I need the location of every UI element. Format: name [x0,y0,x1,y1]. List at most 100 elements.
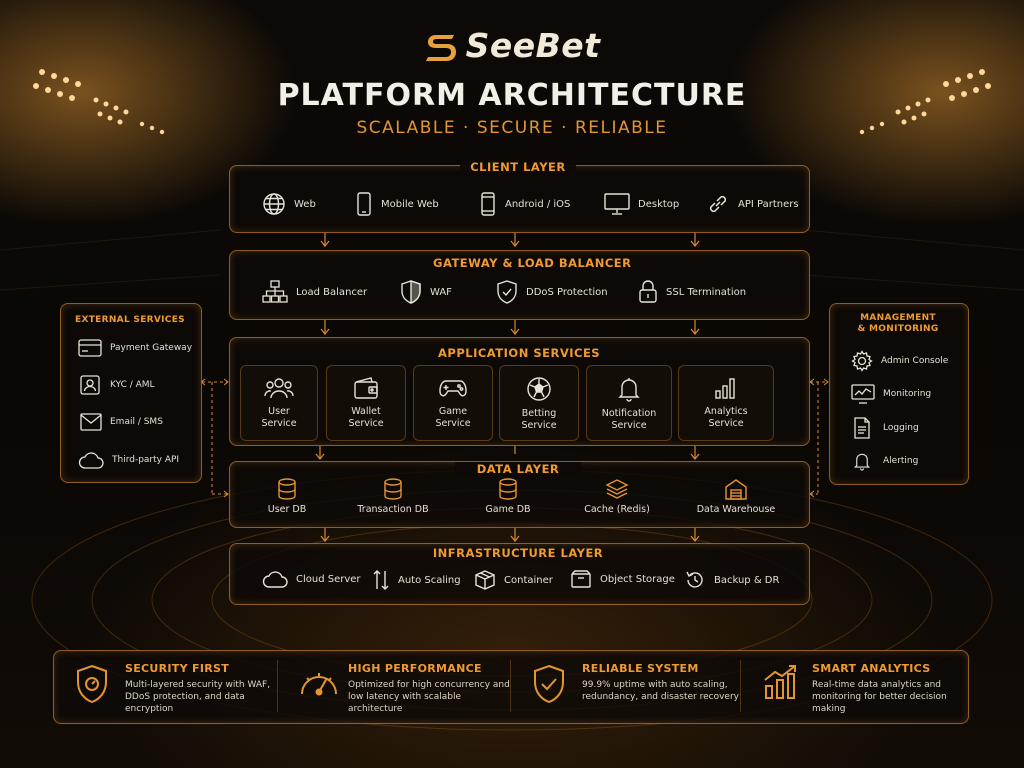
shield-check-icon [534,664,564,704]
infra-item-label: Object Storage [600,573,675,585]
gateway-item-label: WAF [430,286,452,298]
feature-desc: Optimized for high concurrency and low l… [348,680,510,714]
client-item-label: Web [294,198,316,210]
data-item-user-db[interactable]: User DB [255,478,319,515]
gear-icon [851,350,873,372]
seebet-logo-icon [425,34,456,61]
external-services-panel [60,303,202,483]
client-item-mobile-web[interactable]: Mobile Web [355,192,439,216]
database-icon [499,478,517,500]
client-item-web[interactable]: Web [262,192,316,216]
data-item-warehouse[interactable]: Data Warehouse [694,478,778,515]
feature-desc: Real-time data analytics and monitoring … [812,680,947,714]
id-card-icon [80,375,100,395]
service-name: Notification [601,408,657,419]
client-item-api-partners[interactable]: API Partners [706,192,799,216]
layers-icon [605,479,629,499]
data-item-transaction-db[interactable]: Transaction DB [353,478,433,515]
feature-divider [740,660,741,712]
external-item-kyc[interactable]: KYC / AML [80,375,155,395]
service-suffix: Service [435,418,471,429]
external-services-label: EXTERNAL SERVICES [75,315,185,325]
feature-smart-analytics: SMART ANALYTICS Real-time data analytics… [742,650,966,722]
phone-icon [481,192,495,216]
app-service-betting[interactable]: Betting Service [499,365,579,441]
infrastructure-layer-label: INFRASTRUCTURE LAYER [432,546,604,560]
service-name: Wallet [351,406,381,417]
bell-icon [853,453,871,471]
gateway-item-ddos[interactable]: DDoS Protection [496,280,608,304]
feature-title: HIGH PERFORMANCE [348,662,482,675]
cloud-icon [262,571,288,588]
gateway-item-label: DDoS Protection [526,286,608,298]
shield-icon [401,280,421,304]
shield-icon [77,664,107,704]
client-item-label: Android / iOS [505,198,571,210]
feature-title: SMART ANALYTICS [812,662,931,675]
management-item-logging[interactable]: Logging [853,417,919,439]
gateway-item-label: SSL Termination [666,286,747,298]
client-layer-panel [229,165,810,233]
service-suffix: Service [348,418,384,429]
service-suffix: Service [611,420,647,431]
infra-item-backup[interactable]: Backup & DR [684,569,779,591]
features-bar [53,650,969,724]
client-item-android-ios[interactable]: Android / iOS [479,192,570,216]
soccer-ball-icon [527,377,551,401]
external-item-label: Third-party API [112,455,180,465]
app-service-notification[interactable]: Notification Service [586,365,672,441]
data-item-label: Game DB [485,504,531,515]
management-item-monitoring[interactable]: Monitoring [851,384,931,404]
users-icon [264,378,294,399]
shield-check-icon [497,280,517,304]
gateway-item-load-balancer[interactable]: Load Balancer [262,280,367,304]
network-icon [262,280,288,303]
infra-item-object-storage[interactable]: Object Storage [570,569,675,589]
infra-item-label: Cloud Server [296,573,361,585]
globe-icon [263,193,285,215]
monitor-chart-icon [851,384,875,404]
box-icon [475,570,495,590]
infra-item-cloud-server[interactable]: Cloud Server [262,569,361,589]
client-item-label: Desktop [638,198,680,210]
bell-icon [618,378,640,402]
data-item-cache[interactable]: Cache (Redis) [580,478,654,515]
external-item-email-sms[interactable]: Email / SMS [80,413,163,431]
infra-item-label: Container [504,574,553,586]
gateway-item-waf[interactable]: WAF [400,280,452,304]
management-label-line1: MANAGEMENT [860,313,936,323]
document-icon [854,417,870,439]
bar-chart-icon [715,378,735,399]
data-item-game-db[interactable]: Game DB [478,478,538,515]
management-item-alerting[interactable]: Alerting [853,450,918,472]
infra-item-auto-scaling[interactable]: Auto Scaling [372,569,461,591]
monitor-icon [604,193,630,215]
external-item-payment-gateway[interactable]: Payment Gateway [78,339,192,357]
warehouse-icon [725,479,747,500]
app-service-analytics[interactable]: Analytics Service [678,365,774,441]
feature-divider [510,660,511,712]
infra-item-label: Auto Scaling [398,574,461,586]
client-item-desktop[interactable]: Desktop [604,192,679,216]
management-item-label: Logging [883,423,919,433]
external-item-third-party-api[interactable]: Third-party API [78,450,179,470]
page-title: PLATFORM ARCHITECTURE [277,78,747,113]
card-icon [78,339,102,357]
app-service-game[interactable]: Game Service [413,365,493,441]
scale-arrows-icon [373,570,389,590]
speedometer-icon [301,673,337,696]
app-service-user[interactable]: User Service [240,365,318,441]
management-item-label: Monitoring [883,389,932,399]
app-service-wallet[interactable]: Wallet Service [326,365,406,441]
management-item-label: Admin Console [881,356,949,366]
external-item-label: Payment Gateway [110,343,193,353]
management-item-admin-console[interactable]: Admin Console [851,350,948,372]
gateway-layer-panel [229,250,810,320]
service-suffix: Service [261,418,297,429]
infra-item-container[interactable]: Container [474,569,553,591]
gateway-item-ssl[interactable]: SSL Termination [638,280,746,304]
feature-desc: Multi-layered security with WAF, DDoS pr… [125,680,271,714]
service-suffix: Service [521,420,557,431]
brand-name: SeeBet [465,26,601,65]
service-name: Analytics [704,406,748,417]
